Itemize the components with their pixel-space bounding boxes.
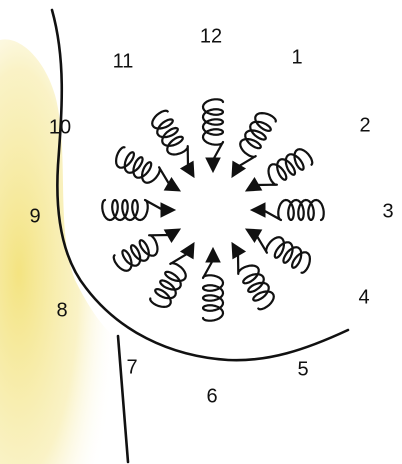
motion-arrow-9 xyxy=(102,200,175,220)
breast-outline xyxy=(52,10,348,360)
clock-label-9: 9 xyxy=(29,205,40,227)
clock-label-10: 10 xyxy=(49,116,71,138)
arrow-head xyxy=(161,203,175,217)
motion-arrow-3 xyxy=(251,200,324,220)
circular-motion-arrows xyxy=(102,99,323,320)
clock-label-6: 6 xyxy=(206,385,217,407)
arrow-head xyxy=(206,158,220,172)
arrow-head xyxy=(251,203,265,217)
clock-label-3: 3 xyxy=(382,200,393,222)
clock-label-4: 4 xyxy=(358,286,369,308)
clock-label-8: 8 xyxy=(56,299,67,321)
motion-arrow-6 xyxy=(203,248,223,321)
clock-label-12: 12 xyxy=(200,25,222,47)
motion-arrow-12 xyxy=(203,99,223,172)
clock-label-11: 11 xyxy=(113,50,134,72)
clock-label-5: 5 xyxy=(297,358,308,380)
clock-label-7: 7 xyxy=(126,356,137,378)
clock-label-1: 1 xyxy=(291,46,302,68)
arrow-head xyxy=(206,248,220,262)
clock-label-2: 2 xyxy=(359,114,370,136)
